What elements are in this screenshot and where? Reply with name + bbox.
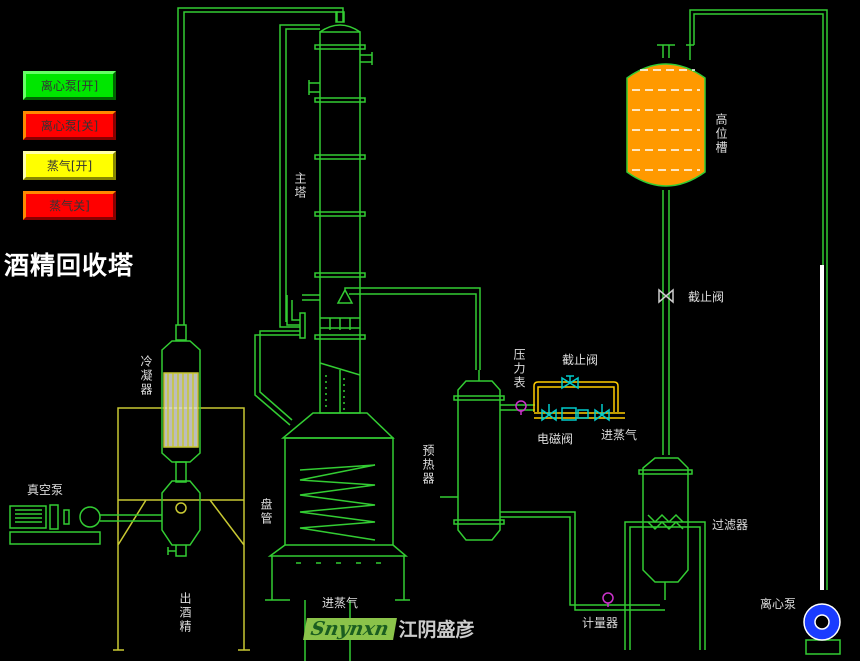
vacuum-pump [9,504,162,545]
centrifugal-pump-label: 离心泵 [760,597,797,611]
steam-off-button[interactable]: 蒸气关] [23,191,116,220]
stop-valve-label: 截止阀 [562,353,599,367]
steam-in-bottom-label: 进蒸气 [322,596,359,610]
steam-valve-group [515,375,625,607]
high-tank [626,9,828,590]
condenser [161,340,201,557]
meter-label: 计量器 [582,616,619,630]
steam-on-button[interactable]: 蒸气[开] [23,151,116,180]
alcohol-out-label: 出酒精 [178,592,192,634]
centrifugal-pump [803,603,841,655]
stop-valve-right-label: 截止阀 [688,290,725,304]
preheater-label: 预热器 [421,444,435,486]
filter [624,457,706,650]
high-tank-label: 高位槽 [714,113,728,155]
company-logo: Snynxn 江阴盛彦 [303,615,475,642]
page-title: 酒精回收塔 [4,251,135,280]
overhead-pipe [175,7,344,341]
main-tower [254,11,481,439]
pump-on-button[interactable]: 离心泵[开] [23,71,116,100]
pump-off-button[interactable]: 离心泵[关] [23,111,116,140]
coil-label: 盘管 [259,498,273,526]
steam-in-label: 进蒸气 [601,428,638,442]
vacuum-pump-label: 真空泵 [27,483,64,497]
preheater [440,370,665,611]
condenser-label: 冷凝器 [139,355,153,397]
filter-label: 过滤器 [712,518,749,532]
solenoid-valve-label: 电磁阀 [537,432,574,446]
logo-cn: 江阴盛彦 [398,619,475,641]
main-tower-label: 主塔 [293,172,307,200]
pressure-gauge-label: 压力表 [512,348,526,390]
logo-en: Snynxn [303,617,397,640]
